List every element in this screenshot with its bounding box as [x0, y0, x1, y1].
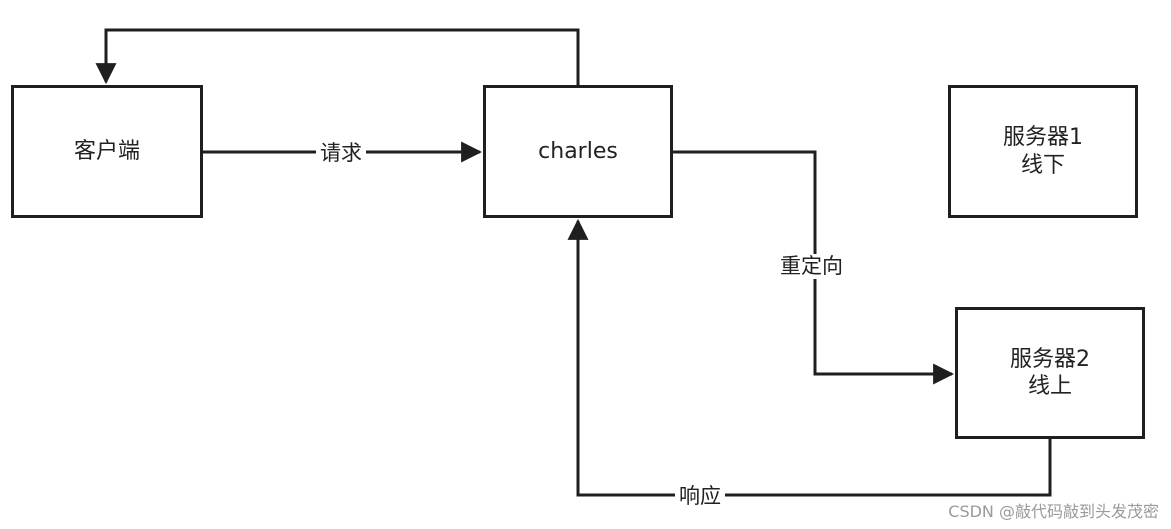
response-arrow — [567, 218, 1052, 497]
client-node: 客户端 — [11, 85, 203, 218]
charles-label: charles — [538, 138, 618, 164]
server1-node: 服务器1 线下 — [948, 85, 1138, 218]
watermark-text: CSDN @敲代码敲到头发茂密 — [948, 502, 1159, 521]
server2-label: 服务器2 线上 — [1010, 346, 1090, 400]
request-edge-label: 请求 — [316, 141, 366, 167]
response-edge-label: 响应 — [675, 484, 725, 510]
server1-label: 服务器1 线下 — [1003, 125, 1083, 178]
redirect-edge-label: 重定向 — [776, 254, 847, 280]
return-to-client-arrow — [95, 28, 580, 85]
charles-node: charles — [483, 85, 673, 218]
server2-node: 服务器2 线上 — [955, 307, 1145, 439]
client-label: 客户端 — [73, 138, 140, 164]
